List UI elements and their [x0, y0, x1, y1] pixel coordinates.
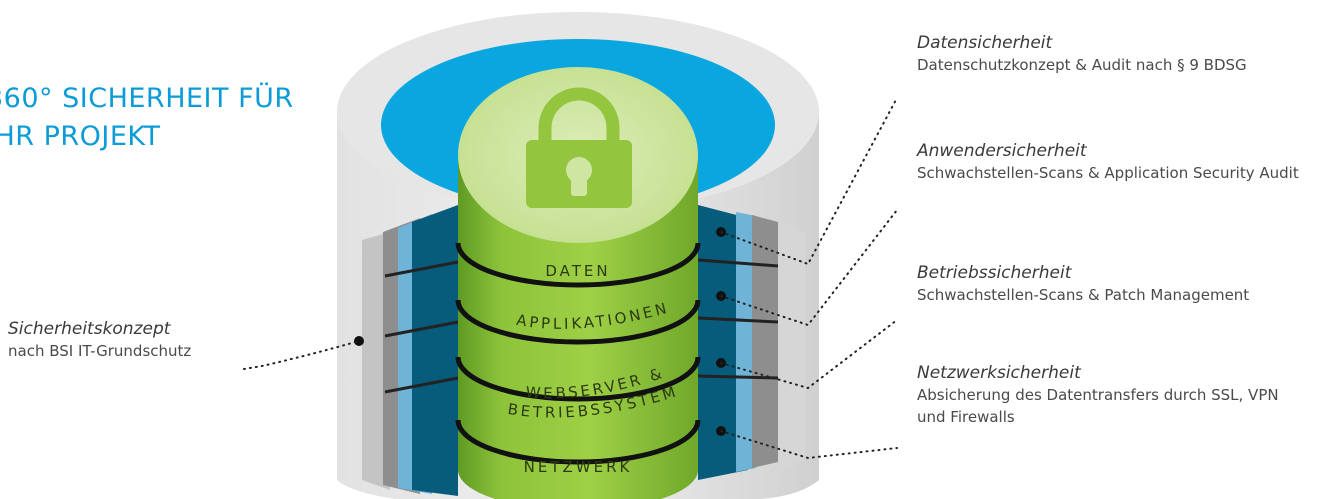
green-cylinder [455, 67, 701, 499]
label-netzwerksicherheit-desc: Absicherung des Datentransfers durch SSL… [917, 386, 1279, 426]
label-sicherheitskonzept: Sicherheitskonzept nach BSI IT-Grundschu… [8, 318, 248, 362]
label-netzwerksicherheit: Netzwerksicherheit Absicherung des Daten… [917, 362, 1287, 428]
label-anwendersicherheit-title: Anwendersicherheit [917, 141, 1087, 161]
padlock-icon [526, 87, 632, 208]
label-anwendersicherheit: Anwendersicherheit Schwachstellen-Scans … [917, 140, 1317, 184]
connector-line-netzwerksicherheit [720, 430, 898, 460]
layer-label-daten: DATEN [545, 262, 610, 280]
page-title-line-1: 360° SICHERHEIT FÜR [0, 83, 294, 114]
label-sicherheitskonzept-desc: nach BSI IT-Grundschutz [8, 342, 192, 360]
label-datensicherheit-title: Datensicherheit [917, 33, 1053, 53]
label-betriebssicherheit: Betriebssicherheit Schwachstellen-Scans … [917, 262, 1322, 306]
connector-line-datensicherheit [720, 97, 898, 266]
layer-label-netzwerk: NETZWERK [524, 458, 633, 476]
label-netzwerksicherheit-title: Netzwerksicherheit [917, 363, 1081, 383]
label-betriebssicherheit-title: Betriebssicherheit [917, 263, 1072, 283]
label-datensicherheit-desc: Datenschutzkonzept & Audit nach § 9 BDSG [917, 56, 1247, 74]
label-datensicherheit: Datensicherheit Datenschutzkonzept & Aud… [917, 32, 1317, 76]
connector-line-betriebssicherheit [720, 319, 898, 390]
inner-walls [383, 205, 779, 496]
page-title: 360° SICHERHEIT FÜR IHR PROJEKT [0, 80, 294, 156]
page-title-line-2: IHR PROJEKT [0, 121, 161, 152]
label-sicherheitskonzept-title: Sicherheitskonzept [8, 319, 171, 339]
label-anwendersicherheit-desc: Schwachstellen-Scans & Application Secur… [917, 164, 1299, 182]
connector-line-anwendersicherheit [720, 209, 898, 327]
label-betriebssicherheit-desc: Schwachstellen-Scans & Patch Management [917, 286, 1250, 304]
connector-lines [243, 97, 898, 460]
connector-dot-sicherheitskonzept [354, 336, 364, 346]
